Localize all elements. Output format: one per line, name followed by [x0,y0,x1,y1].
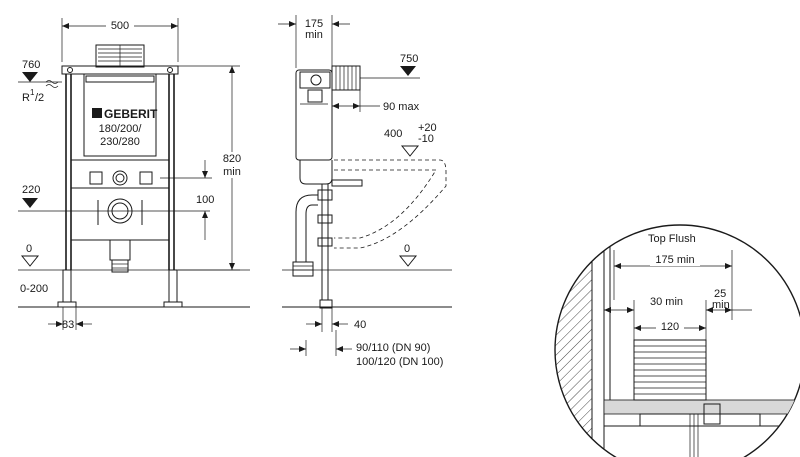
flush-pipe [331,179,363,187]
depth-dim-label: 175 [305,18,323,30]
inlet-height-label: 760 [22,59,40,71]
waste-bend [295,194,318,262]
level-marker-icon [22,198,38,208]
inlet-thread-den: /2 [35,92,44,104]
dim-25-unit: min [712,299,730,311]
geberit-logo-icon [92,108,102,118]
detail-title: Top Flush [648,233,696,245]
inlet-thread-label: R [22,92,30,104]
brand-label: GEBERIT [104,107,158,121]
top-flush-detail: Top Flush 175 min 30 min 25 min 120 [554,224,800,457]
floor-marker-icon [398,255,418,267]
level-marker-icon [400,66,416,76]
total-height-label: 820 [223,153,241,165]
level-marker-icon [22,72,38,82]
level-marker-icon [400,145,420,157]
total-height-unit: min [223,166,241,178]
dim-25-label: 25 [714,288,726,300]
dim-30-label: 30 min [650,296,683,308]
dim-40-label: 40 [354,319,366,331]
pipe-size-line-2: 100/120 (DN 100) [356,356,443,368]
pipe-size-line-1: 90/110 (DN 90) [356,342,430,354]
seat-height-label: 400 [384,128,402,140]
flush-plate-side [331,65,361,91]
floor-zero-label: 0 [26,243,32,255]
tolerance-plus: +20 [418,122,437,134]
width-dim-label: 500 [111,20,129,32]
floor-marker-icon [20,255,40,267]
foot-dim-label: 83 [62,319,74,331]
dim-175-label: 175 min [655,254,694,266]
height-options-line-2: 230/280 [100,136,140,148]
cistern-side [295,69,333,161]
dim-100-label: 100 [196,194,214,206]
wc-pan-outline [334,159,447,249]
supply-height-label: 750 [400,53,418,65]
front-view: 500 GEBERIT 180/200/ 230/280 [18,18,250,331]
height-options-line-1: 180/200/ [99,123,143,135]
tolerance-minus: -10 [418,133,434,145]
depth-dim-unit: min [305,29,323,41]
flush-pipe-outlet [112,170,128,186]
max-dim-label: 90 max [383,101,420,113]
level-220-label: 220 [22,184,40,196]
side-floor-zero-label: 0 [404,243,410,255]
dim-120-label: 120 [661,321,679,333]
side-view: 175 min 750 90 max [278,15,452,368]
inlet-thread-exp: 1 [30,88,35,97]
floor-range-label: 0-200 [20,283,48,295]
